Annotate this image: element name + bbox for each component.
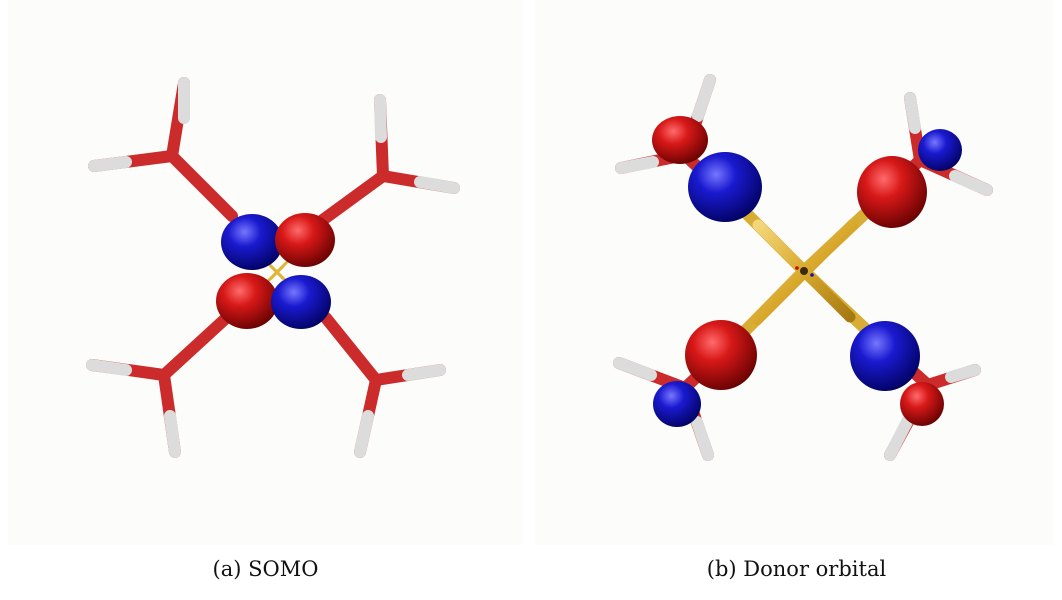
panel-somo: (a) SOMO	[8, 0, 523, 581]
lobe-positive-lower-left	[216, 273, 278, 329]
lobe-positive-upper-right	[857, 156, 927, 228]
somo-molecule-render	[86, 77, 460, 458]
lobe-negative-lower-right	[850, 321, 920, 391]
lobe-negative-oxygen-lower-left	[653, 381, 701, 427]
caption-donor-orbital: (b) Donor orbital	[706, 557, 887, 581]
lobe-positive-lower-left	[685, 320, 757, 390]
somo-scene	[8, 0, 523, 545]
lobe-negative-upper-left	[688, 152, 762, 222]
lobe-negative-oxygen-upper-right	[918, 129, 962, 171]
donor-scene	[535, 0, 1054, 545]
lobe-positive-oxygen-upper-left	[652, 116, 708, 164]
lobe-negative-upper-left	[221, 214, 283, 270]
lobe-positive-oxygen-lower-right	[900, 382, 944, 426]
panel-donor-orbital: (b) Donor orbital	[531, 0, 1062, 600]
lobe-positive-upper-right	[275, 213, 335, 267]
donor-molecule-render	[613, 74, 993, 461]
caption-somo: (a) SOMO	[212, 557, 319, 581]
lobe-negative-lower-right	[271, 275, 331, 329]
o-m-bond	[166, 150, 238, 222]
